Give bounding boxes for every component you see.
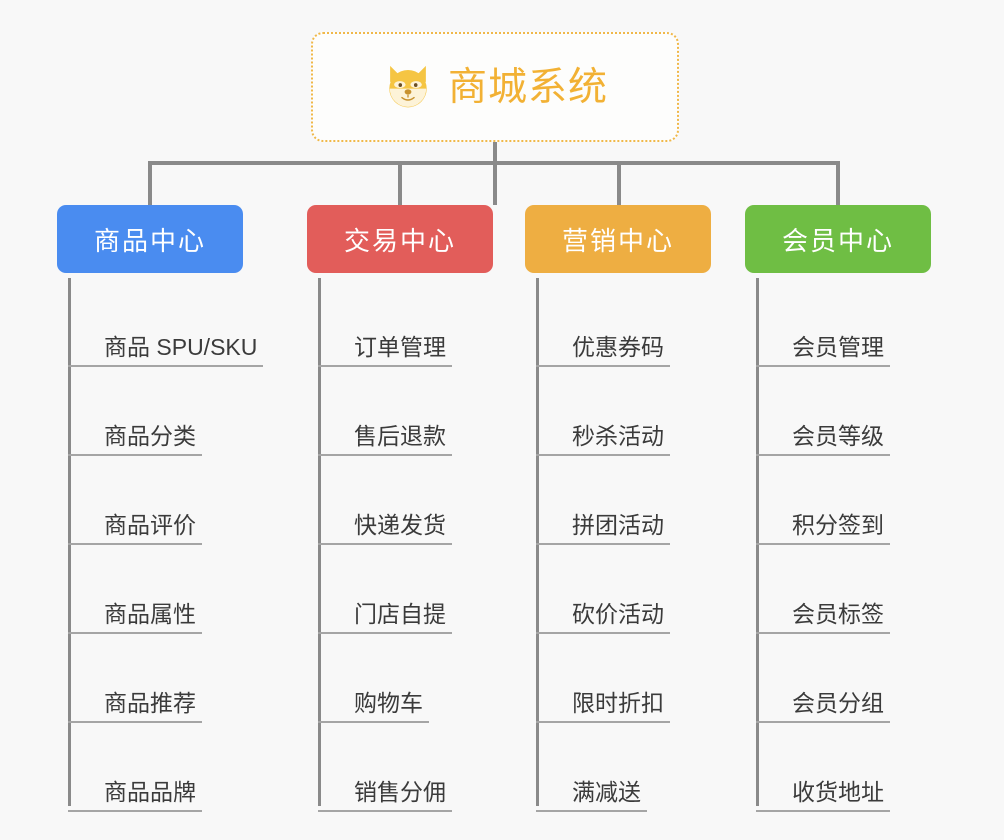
list-item[interactable]: 积分签到 [756,456,942,545]
list-item[interactable]: 收货地址 [756,723,942,812]
connector-drop-branch-3 [836,161,840,207]
leaf-label: 快递发货 [318,512,452,545]
list-item[interactable]: 会员分组 [756,634,942,723]
list-item[interactable]: 会员等级 [756,367,942,456]
branch-spine-3 [756,278,759,806]
branch-spine-2 [536,278,539,806]
leaf-label: 满减送 [536,779,647,812]
leaf-label: 会员分组 [756,690,890,723]
list-item[interactable]: 会员管理 [756,278,942,367]
list-item[interactable]: 商品品牌 [68,723,254,812]
branch-spine-0 [68,278,71,806]
leaf-label: 门店自提 [318,601,452,634]
leaf-label: 商品 SPU/SKU [68,334,264,367]
leaf-label: 砍价活动 [536,601,670,634]
list-item[interactable]: 商品分类 [68,367,254,456]
branch-header-2[interactable]: 营销中心 [525,205,711,273]
leaf-label: 商品分类 [68,423,202,456]
branch-spine-1 [318,278,321,806]
leaf-label: 销售分佣 [318,779,452,812]
connector-drop-branch-2 [617,161,621,207]
list-item[interactable]: 售后退款 [318,367,504,456]
list-item[interactable]: 销售分佣 [318,723,504,812]
leaf-label: 会员管理 [756,334,890,367]
leaf-label: 优惠券码 [536,334,670,367]
leaf-label: 会员等级 [756,423,890,456]
leaf-label: 售后退款 [318,423,452,456]
leaf-label: 商品属性 [68,601,202,634]
leaf-label: 收货地址 [756,779,890,812]
leaf-label: 商品评价 [68,512,202,545]
leaf-label: 商品品牌 [68,779,202,812]
list-item[interactable]: 商品属性 [68,545,254,634]
list-item[interactable]: 满减送 [536,723,722,812]
leaf-label: 限时折扣 [536,690,670,723]
list-item[interactable]: 砍价活动 [536,545,722,634]
dog-face-icon [389,65,427,108]
branch-营销中心: 营销中心 优惠券码 秒杀活动 拼团活动 砍价活动 限时折扣 满减送 [525,205,711,812]
list-item[interactable]: 购物车 [318,634,504,723]
branch-header-0[interactable]: 商品中心 [57,205,243,273]
branch-header-3[interactable]: 会员中心 [745,205,931,273]
list-item[interactable]: 订单管理 [318,278,504,367]
leaf-label: 会员标签 [756,601,890,634]
leaf-label: 秒杀活动 [536,423,670,456]
list-item[interactable]: 优惠券码 [536,278,722,367]
leaf-list-1: 订单管理 售后退款 快递发货 门店自提 购物车 销售分佣 [318,278,504,812]
leaf-label: 订单管理 [318,334,452,367]
list-item[interactable]: 限时折扣 [536,634,722,723]
connector-drop-branch-1 [398,161,402,207]
connector-horizontal-bus [148,161,840,165]
leaf-label: 商品推荐 [68,690,202,723]
list-item[interactable]: 拼团活动 [536,456,722,545]
list-item[interactable]: 商品评价 [68,456,254,545]
leaf-label: 购物车 [318,690,429,723]
list-item[interactable]: 秒杀活动 [536,367,722,456]
list-item[interactable]: 商品推荐 [68,634,254,723]
branch-交易中心: 交易中心 订单管理 售后退款 快递发货 门店自提 购物车 销售分佣 [307,205,493,812]
connector-root-stem [493,142,497,205]
list-item[interactable]: 快递发货 [318,456,504,545]
leaf-list-2: 优惠券码 秒杀活动 拼团活动 砍价活动 限时折扣 满减送 [536,278,722,812]
list-item[interactable]: 会员标签 [756,545,942,634]
root-title: 商城系统 [447,65,608,109]
root-node[interactable]: 商城系统 [311,32,679,142]
leaf-list-3: 会员管理 会员等级 积分签到 会员标签 会员分组 收货地址 [756,278,942,812]
branch-商品中心: 商品中心 商品 SPU/SKU 商品分类 商品评价 商品属性 商品推荐 商品品牌 [57,205,264,812]
leaf-list-0: 商品 SPU/SKU 商品分类 商品评价 商品属性 商品推荐 商品品牌 [68,278,264,812]
list-item[interactable]: 商品 SPU/SKU [68,278,264,367]
list-item[interactable]: 门店自提 [318,545,504,634]
branch-header-1[interactable]: 交易中心 [307,205,493,273]
leaf-label: 拼团活动 [536,512,670,545]
connector-drop-branch-0 [148,161,152,207]
leaf-label: 积分签到 [756,512,890,545]
branch-会员中心: 会员中心 会员管理 会员等级 积分签到 会员标签 会员分组 收货地址 [745,205,931,812]
